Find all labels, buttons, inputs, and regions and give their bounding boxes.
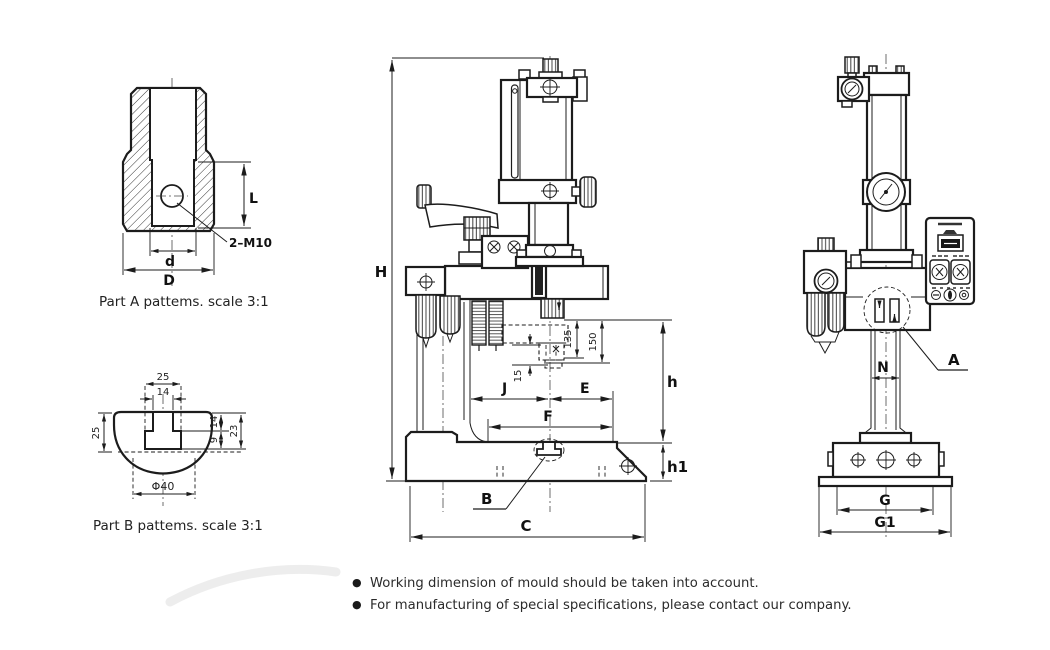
side-dimensions: N A G G1	[818, 326, 968, 537]
note-line: For manufacturing of special specificati…	[370, 598, 852, 613]
dim-F: F	[543, 409, 553, 425]
part-a-detail: 2–M10 L d D Part A pattems. scale 3:1	[99, 78, 272, 310]
dim-135: 135	[563, 329, 574, 348]
side-head	[843, 261, 932, 334]
front-view: H 135 150 15 h h1 J E F C B	[375, 56, 688, 542]
part-b-dim-total-depth: 23	[229, 425, 240, 438]
watermark-swoosh	[165, 564, 341, 607]
dim-E: E	[580, 381, 590, 397]
part-b-caption: Part B pattems. scale 3:1	[93, 518, 263, 534]
side-control-panel	[924, 216, 976, 306]
part-a-caption: Part A pattems. scale 3:1	[99, 294, 269, 310]
regulator-knob	[844, 56, 860, 74]
side-cylinder	[850, 65, 923, 269]
part-a-dim-D: D	[163, 273, 175, 289]
side-regulator	[836, 56, 871, 108]
part-a-hole-label: 2–M10	[229, 236, 272, 250]
front-filter-bowl	[415, 294, 437, 339]
side-column	[865, 330, 906, 433]
front-sensor-rail	[510, 84, 519, 179]
front-cylinder	[497, 58, 597, 268]
side-base	[817, 431, 954, 488]
dim-150: 150	[588, 332, 599, 351]
frl-bowl	[806, 292, 826, 337]
dim-N: N	[877, 360, 889, 376]
part-a-dim-L: L	[249, 191, 258, 207]
panel-button	[943, 288, 957, 302]
notes: ● Working dimension of mould should be t…	[352, 576, 852, 613]
front-ram-nose	[540, 298, 565, 319]
detail-a-circle	[863, 286, 911, 334]
label-B: B	[481, 490, 492, 508]
front-head-assembly	[404, 184, 610, 351]
label-A: A	[948, 351, 960, 369]
front-lubricator-bowl	[439, 295, 461, 335]
part-a-dim-d: d	[165, 254, 175, 270]
dim-H: H	[375, 263, 388, 281]
dim-h1: h1	[667, 458, 688, 476]
frl-knob	[817, 237, 835, 252]
note-line: Working dimension of mould should be tak…	[370, 576, 759, 591]
part-b-detail: 25 14 25 14 9 23 Φ40 Part B pattems. sca…	[91, 372, 263, 534]
dim-C: C	[520, 517, 531, 535]
panel-button	[931, 290, 941, 300]
note-bullet-icon: ●	[352, 576, 362, 589]
front-muffler	[488, 300, 504, 346]
part-b-dim-left-depth: 25	[91, 427, 102, 440]
table-t-slot	[536, 443, 562, 456]
part-b-dim-diameter: Φ40	[152, 480, 175, 493]
front-muffler	[471, 300, 487, 346]
dim-J: J	[501, 381, 507, 397]
front-dimensions: H 135 150 15 h h1 J E F C B	[375, 57, 688, 542]
frl-bowl	[827, 292, 845, 333]
front-hand-lever-grip	[416, 184, 432, 209]
part-b-dim-foot-depth: 9	[209, 437, 220, 443]
note-bullet-icon: ●	[352, 598, 362, 611]
side-view: N A G G1	[802, 54, 976, 540]
part-b-dim-neck-depth: 14	[209, 416, 220, 429]
front-base	[404, 422, 648, 483]
side-frl-unit	[802, 237, 848, 355]
front-side-knob	[579, 176, 597, 208]
front-cylinder-knob	[542, 58, 559, 74]
dim-15: 15	[513, 370, 524, 383]
dim-h: h	[667, 373, 678, 391]
dim-G1: G1	[874, 515, 895, 531]
front-frl-block	[404, 265, 447, 297]
front-ram-stroke	[501, 324, 569, 369]
part-b-dim-top-width: 25	[157, 372, 170, 383]
panel-button	[959, 290, 969, 300]
dim-G: G	[879, 493, 891, 509]
part-b-dim-slot-width: 14	[157, 387, 170, 398]
